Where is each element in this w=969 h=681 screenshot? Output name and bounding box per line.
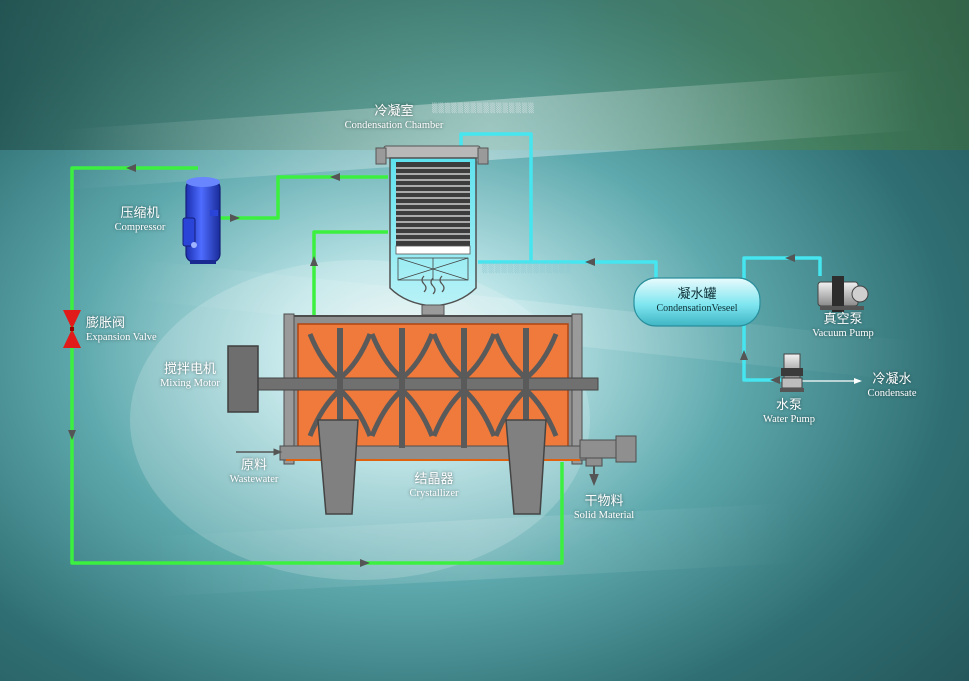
mixing-motor-icon — [227, 345, 259, 413]
solid-material-label: 干物料 Solid Material — [573, 494, 635, 521]
expansion-valve-icon — [63, 310, 81, 348]
condensation-vessel-icon — [633, 277, 761, 327]
condensation-chamber-icon — [375, 145, 489, 316]
vacuum-pump-label: 真空泵 Vacuum Pump — [812, 312, 874, 339]
crystallizer-label: 结晶器 Crystallizer — [409, 472, 459, 499]
condensation-chamber-label: 冷凝室 Condensation Chamber — [344, 104, 444, 131]
refrigerant-flow-arrows — [68, 164, 370, 567]
watermark-text-2: ▒▒▒▒▒▒▒▒▒▒▒▒▒▒ — [482, 264, 572, 274]
water-pump-label: 水泵 Water Pump — [763, 398, 815, 425]
vacuum-pump-icon — [817, 276, 869, 312]
watermark-text: ▒▒▒▒▒▒▒▒▒▒▒▒▒▒▒▒ — [432, 104, 535, 114]
water-flow-arrows — [585, 254, 862, 384]
compressor-label: 压缩机 Compressor — [114, 206, 166, 233]
compressor-icon — [182, 177, 221, 264]
crystallizer-icon — [236, 313, 637, 515]
water-pump-icon — [780, 353, 804, 392]
mixing-motor-label: 搅拌电机 Mixing Motor — [160, 362, 220, 389]
condensate-label: 冷凝水 Condensate — [867, 372, 917, 399]
condensation-vessel-label: 凝水罐 CondensationVeseel — [656, 287, 738, 314]
wastewater-label: 原料 Wastewater — [229, 458, 279, 485]
expansion-valve-label: 膨胀阀 Expansion Valve — [86, 316, 157, 343]
